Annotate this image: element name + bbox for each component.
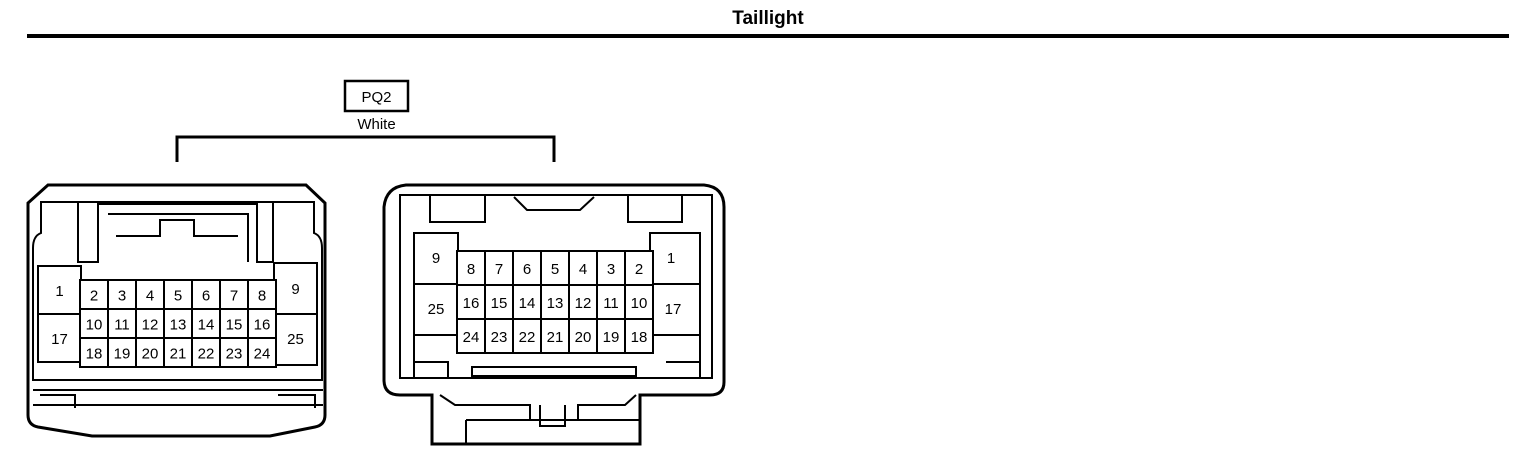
- pin-number: 19: [114, 346, 131, 363]
- pin-number: 17: [51, 331, 68, 348]
- title-rule: [27, 34, 1509, 38]
- pin-number: 23: [491, 329, 508, 346]
- pin-number: 6: [202, 288, 210, 305]
- pin-number: 15: [491, 295, 508, 312]
- pin-cell: [624, 250, 654, 286]
- pin-cell: [247, 337, 277, 368]
- pin-number: 25: [287, 331, 304, 348]
- pin-number: 9: [432, 250, 440, 267]
- pin-number: 3: [118, 288, 126, 305]
- pin-cell: [484, 318, 514, 354]
- left-connector-housing: [26, 183, 327, 438]
- pin-number: 6: [523, 261, 531, 278]
- pin-number: 25: [428, 301, 445, 318]
- pin-cell: [456, 318, 486, 354]
- pin-number: 4: [579, 261, 587, 278]
- pin-number: 2: [90, 288, 98, 305]
- pin-number: 18: [631, 329, 648, 346]
- right-pin-grid: 8 7 6 5 4 3 2 16 15 14 13 12 11 10 24 23 22 21 20 19 18 9 25 1 1…: [413, 232, 701, 354]
- pin-number: 14: [198, 317, 215, 334]
- pin-number: 24: [463, 329, 480, 346]
- pin-number: 10: [86, 317, 103, 334]
- pin-number: 21: [547, 329, 564, 346]
- pin-number: 20: [575, 329, 592, 346]
- pin-number: 7: [495, 261, 503, 278]
- pin-cell: [247, 308, 277, 339]
- pin-number: 3: [607, 261, 615, 278]
- pin-number: 15: [226, 317, 243, 334]
- pin-cell: [484, 250, 514, 286]
- pin-number: 2: [635, 261, 643, 278]
- pin-number: 22: [198, 346, 215, 363]
- pin-number: 11: [603, 295, 619, 312]
- pin-number: 22: [519, 329, 536, 346]
- pin-number: 13: [170, 317, 187, 334]
- pin-cell: [135, 279, 165, 310]
- pin-cell: [79, 337, 109, 368]
- pin-cell: [568, 318, 598, 354]
- pin-cell: [568, 284, 598, 320]
- pin-number: 24: [254, 346, 271, 363]
- pin-number: 11: [114, 317, 130, 334]
- pin-number: 7: [230, 288, 238, 305]
- connector-color: White: [357, 116, 395, 133]
- pin-cell: [596, 318, 626, 354]
- pin-number: 8: [258, 288, 266, 305]
- pin-cell: [624, 284, 654, 320]
- connector-code: PQ2: [361, 89, 391, 106]
- connector-bracket: [175, 135, 556, 162]
- pin-number: 23: [226, 346, 243, 363]
- pin-number: 1: [55, 283, 63, 300]
- pin-cell: [163, 337, 193, 368]
- pin-number: 13: [547, 295, 564, 312]
- pin-number: 14: [519, 295, 536, 312]
- pin-cell: [512, 318, 542, 354]
- pin-number: 5: [174, 288, 182, 305]
- pin-number: 4: [146, 288, 154, 305]
- pin-number: 8: [467, 261, 475, 278]
- pin-cell: [163, 279, 193, 310]
- pin-number: 20: [142, 346, 159, 363]
- pin-number: 17: [665, 301, 682, 318]
- pin-number: 10: [631, 295, 648, 312]
- connector-code-box: [343, 79, 410, 113]
- pin-number: 12: [575, 295, 592, 312]
- pin-number: 5: [551, 261, 559, 278]
- pin-cell: [624, 318, 654, 354]
- pin-cell: [247, 279, 277, 310]
- pin-number: 16: [463, 295, 480, 312]
- pin-number: 18: [86, 346, 103, 363]
- pin-number: 19: [603, 329, 620, 346]
- pin-number: 12: [142, 317, 159, 334]
- pin-number: 21: [170, 346, 187, 363]
- pin-number: 1: [667, 250, 675, 267]
- pin-cell: [191, 337, 221, 368]
- pin-number: 9: [291, 281, 299, 298]
- pin-number: 16: [254, 317, 271, 334]
- diagram-title: Taillight: [732, 8, 804, 29]
- pin-cell: [456, 250, 486, 286]
